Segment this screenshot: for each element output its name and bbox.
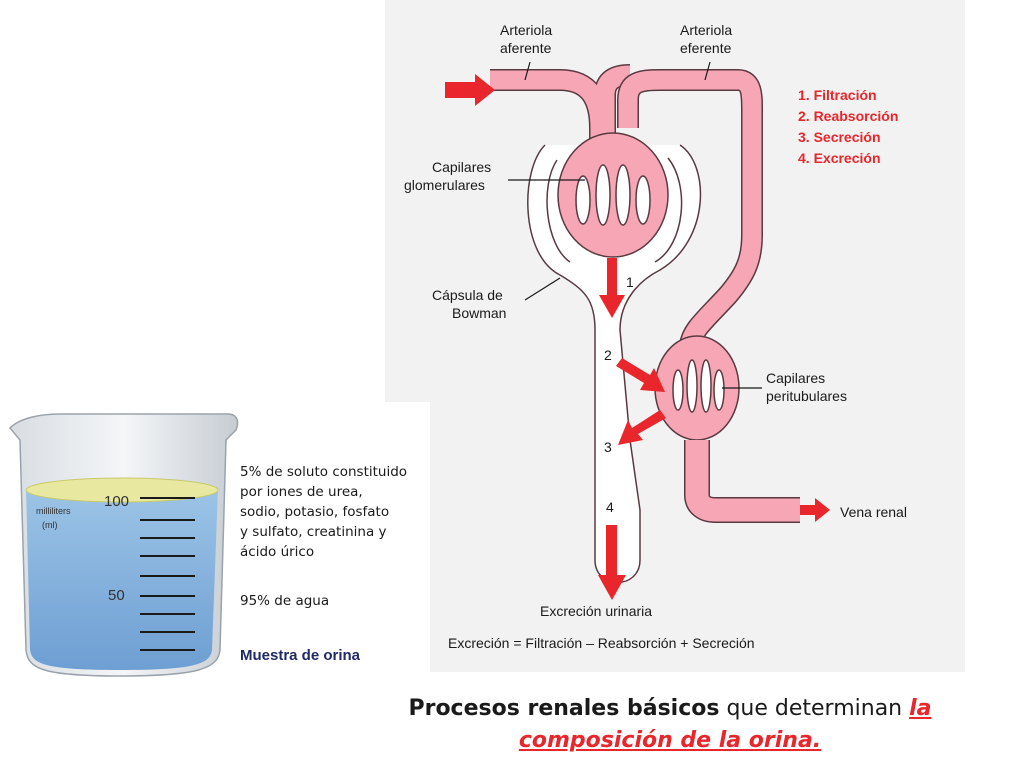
caption-bold: Procesos renales básicos	[408, 696, 720, 721]
afferent-label-1: Arteriola	[500, 22, 552, 38]
bowman-label-1: Cápsula de	[432, 287, 503, 303]
caption-middle: que determinan	[719, 696, 910, 721]
urine-liquid	[26, 488, 218, 670]
secretion-arrow	[618, 410, 666, 445]
solute-line-2: por iones de urea,	[240, 484, 363, 500]
tick-50-label: 50	[108, 587, 125, 604]
bowman-label-2: Bowman	[452, 305, 506, 321]
excretion-label: Excreción urinaria	[540, 603, 652, 619]
arrow-number-4: 4	[606, 499, 614, 515]
afferent-label-2: aferente	[500, 40, 552, 56]
bowman-capsule	[527, 144, 702, 584]
liquid-surface	[25, 477, 219, 503]
solute-line-3: sodio, potasio, fosfato	[240, 504, 389, 520]
solute-line-4: y sulfato, creatinina y	[240, 524, 387, 540]
excretion-arrow	[598, 525, 626, 600]
nephron-panel	[385, 0, 965, 672]
urine-sample-title: Muestra de orina	[240, 647, 361, 664]
vein-arrow	[800, 498, 830, 522]
efferent-label-2: eferente	[680, 40, 732, 56]
step-4: 4. Excreción	[798, 150, 881, 166]
vein-label: Vena renal	[840, 504, 907, 520]
tick-100-label: 100	[104, 493, 129, 510]
efferent-label-1: Arteriola	[680, 22, 732, 38]
caption-red-2: composición de la orina.	[518, 728, 822, 753]
peritubular-label-2: peritubulares	[766, 388, 847, 404]
water-label: 95% de agua	[240, 593, 329, 609]
glomerulus	[557, 132, 669, 258]
glomerular-loops	[575, 164, 651, 226]
glomerular-label-1: Capilares	[432, 159, 491, 175]
step-1: 1. Filtración	[798, 87, 877, 103]
reabsorption-arrow	[616, 358, 665, 392]
peritubular-label-1: Capilares	[766, 370, 825, 386]
solute-line-1: 5% de soluto constituido	[240, 464, 407, 480]
filtration-arrow	[599, 258, 625, 318]
arrow-number-2: 2	[604, 347, 612, 363]
afferent-arrow	[445, 74, 495, 106]
unit-label-2: (ml)	[42, 520, 58, 530]
step-3: 3. Secreción	[798, 129, 881, 145]
glomerular-label-2: glomerulares	[404, 177, 485, 193]
unit-label-1: milliliters	[36, 506, 71, 516]
slide-caption: Procesos renales básicos que determinan …	[340, 693, 1000, 757]
step-2: 2. Reabsorción	[798, 108, 898, 124]
equation-label: Excreción = Filtración – Reabsorción + S…	[448, 635, 755, 651]
arrow-number-3: 3	[604, 439, 612, 455]
caption-red-1: la	[909, 696, 932, 721]
solute-line-5: ácido úrico	[240, 544, 314, 560]
arrow-number-1: 1	[626, 274, 634, 290]
beaker: 100 50 milliliters (ml)	[8, 413, 239, 677]
flow-arrows	[445, 74, 830, 600]
